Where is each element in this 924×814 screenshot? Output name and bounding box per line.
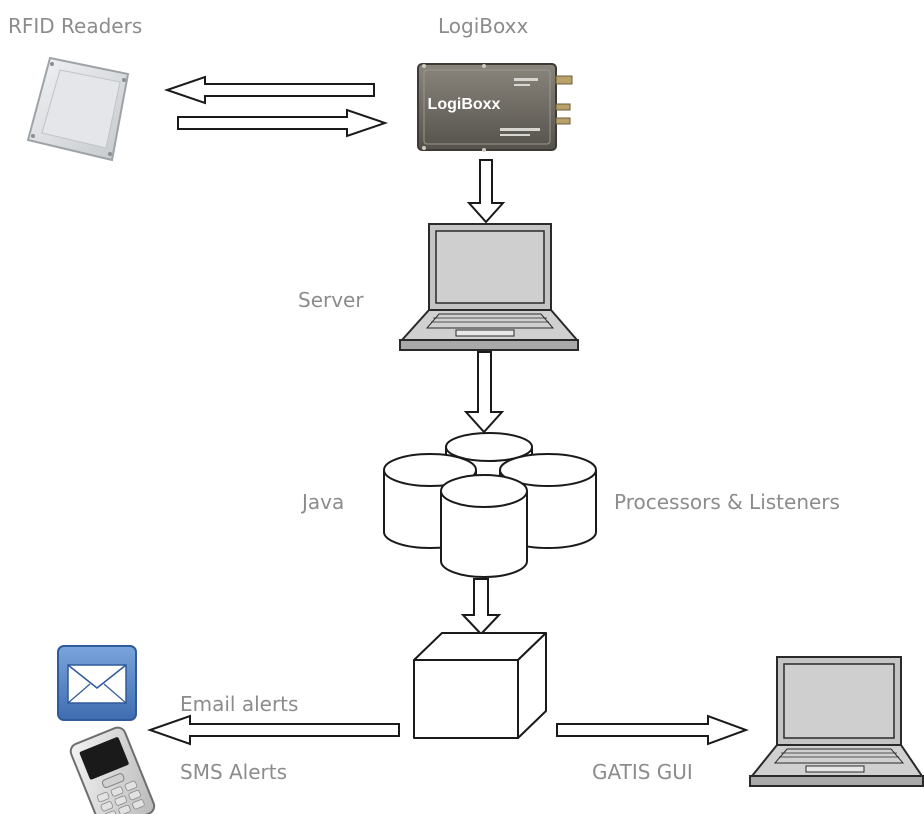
- gatis-gui-label: GATIS GUI: [592, 760, 693, 784]
- arrow-to-gui: [556, 714, 749, 746]
- gui-laptop-icon: [749, 656, 924, 787]
- arrow-to-alerts: [146, 714, 400, 746]
- arrow-to-logiboxx: [177, 108, 389, 138]
- arrow-to-cube: [460, 578, 502, 636]
- server-label: Server: [298, 288, 364, 312]
- rfid-readers-label: RFID Readers: [8, 14, 143, 38]
- logiboxx-brand-text: LogiBoxx: [428, 96, 501, 113]
- envelope-icon: [57, 645, 137, 721]
- server-laptop-icon: [399, 223, 580, 351]
- cube-icon: [413, 632, 547, 739]
- email-alerts-label: Email alerts: [180, 692, 299, 716]
- processors-listeners-label: Processors & Listeners: [614, 490, 840, 514]
- logiboxx-device-icon: LogiBoxx: [417, 63, 573, 152]
- database-cylinders-icon: [383, 432, 597, 578]
- arrow-to-server: [466, 159, 506, 224]
- arrow-to-reader: [163, 75, 375, 105]
- mobile-phone-icon: [69, 726, 156, 814]
- arrow-to-java: [463, 351, 505, 434]
- java-label: Java: [302, 490, 345, 514]
- logiboxx-label: LogiBoxx: [438, 14, 529, 38]
- rfid-reader-icon: [26, 56, 130, 162]
- sms-alerts-label: SMS Alerts: [180, 760, 288, 784]
